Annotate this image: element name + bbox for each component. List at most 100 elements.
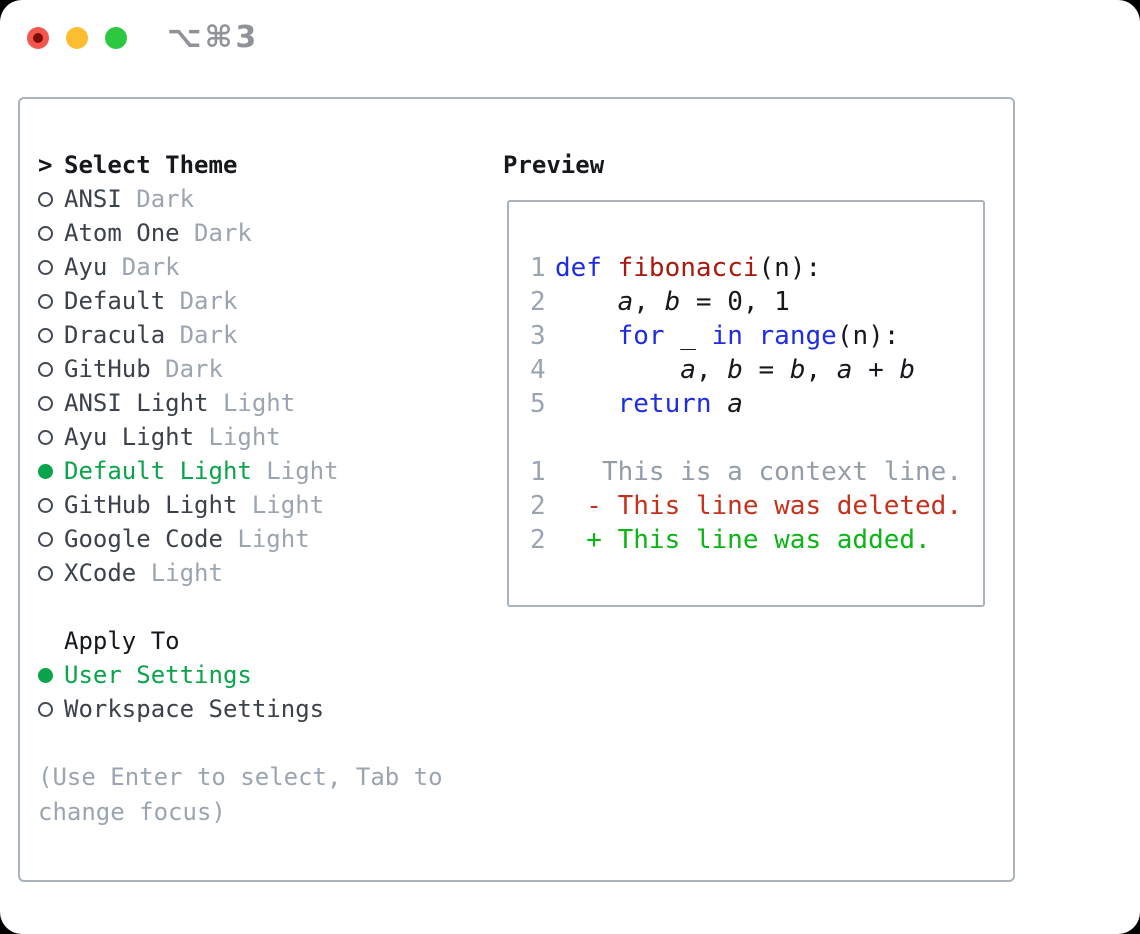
theme-variant-label: Light bbox=[208, 423, 281, 451]
code-segment: = bbox=[742, 355, 790, 385]
theme-item-ansi-light[interactable]: ANSI Light Light bbox=[38, 386, 478, 420]
code-segment: (n): bbox=[758, 253, 822, 283]
code-segment: range bbox=[758, 321, 837, 351]
code-segment bbox=[555, 321, 618, 351]
theme-item-ayu-light[interactable]: Ayu Light Light bbox=[38, 420, 478, 454]
theme-item-label: Ayu Light bbox=[64, 423, 209, 451]
code-segment: fibonacci bbox=[617, 253, 759, 283]
theme-item-atom-one[interactable]: Atom One Dark bbox=[38, 216, 478, 250]
spacer bbox=[38, 726, 478, 760]
theme-item-label: GitHub bbox=[64, 355, 166, 383]
radio-icon bbox=[38, 565, 53, 581]
apply-to-title: Apply To bbox=[64, 627, 180, 655]
theme-item-default[interactable]: Default Dark bbox=[38, 284, 478, 318]
theme-item-github[interactable]: GitHub Dark bbox=[38, 352, 478, 386]
code-line bbox=[530, 421, 962, 455]
code-line: 5 return a bbox=[530, 387, 962, 421]
theme-variant-label: Dark bbox=[165, 355, 223, 383]
radio-icon bbox=[38, 293, 53, 309]
radio-icon bbox=[38, 327, 53, 343]
theme-item-label: ANSI bbox=[64, 185, 137, 213]
theme-item-label: Dracula bbox=[64, 321, 180, 349]
theme-item-ansi[interactable]: ANSI Dark bbox=[38, 182, 478, 216]
code-segment: , bbox=[805, 355, 837, 385]
radio-icon bbox=[38, 429, 53, 445]
theme-variant-label: Light bbox=[251, 491, 325, 519]
code-segment: , bbox=[633, 287, 665, 317]
line-number: 2 bbox=[530, 491, 546, 521]
theme-variant-label: Light bbox=[266, 457, 339, 485]
code-segment bbox=[555, 355, 680, 385]
radio-icon bbox=[38, 701, 53, 717]
radio-selected-icon bbox=[38, 667, 53, 683]
line-number: 3 bbox=[530, 321, 546, 351]
theme-variant-label: Dark bbox=[121, 253, 180, 281]
code-segment: _ bbox=[664, 321, 712, 351]
radio-icon bbox=[38, 191, 53, 207]
theme-item-label: Default bbox=[64, 287, 180, 315]
theme-item-label: Atom One bbox=[64, 219, 195, 247]
code-segment: a bbox=[727, 389, 743, 419]
select-theme-header: >Select Theme bbox=[38, 148, 478, 182]
spacer bbox=[38, 590, 478, 624]
theme-item-label: GitHub Light bbox=[64, 491, 252, 519]
theme-variant-label: Dark bbox=[179, 321, 238, 349]
apply-option-user-settings[interactable]: User Settings bbox=[38, 658, 478, 692]
code-segment: in bbox=[711, 321, 743, 351]
radio-icon bbox=[38, 395, 53, 411]
radio-selected-icon bbox=[38, 463, 53, 479]
theme-item-dracula[interactable]: Dracula Dark bbox=[38, 318, 478, 352]
code-segment bbox=[555, 287, 618, 317]
code-segment: + bbox=[852, 355, 900, 385]
code-line: 2 - This line was deleted. bbox=[530, 489, 962, 523]
theme-item-github-light[interactable]: GitHub Light Light bbox=[38, 488, 478, 522]
theme-item-default-light[interactable]: Default Light Light bbox=[38, 454, 478, 488]
code-segment: b bbox=[899, 355, 916, 385]
code-segment: b bbox=[727, 355, 743, 385]
close-button[interactable] bbox=[27, 27, 49, 49]
code-segment: = 0, 1 bbox=[680, 287, 790, 317]
code-segment: def bbox=[555, 253, 602, 283]
zoom-button[interactable] bbox=[105, 27, 127, 49]
code-segment: a bbox=[617, 287, 634, 317]
theme-item-label: XCode bbox=[64, 559, 151, 587]
theme-variant-label: Light bbox=[237, 525, 310, 553]
theme-item-xcode[interactable]: XCode Light bbox=[38, 556, 478, 590]
code-segment: + This line was added. bbox=[555, 525, 931, 555]
code-line: 2 + This line was added. bbox=[530, 523, 962, 557]
prompt-icon: > bbox=[38, 151, 53, 179]
code-line: 3 for _ in range(n): bbox=[530, 319, 962, 353]
line-number: 5 bbox=[530, 389, 546, 419]
code-segment bbox=[712, 389, 728, 419]
code-segment: - This line was deleted. bbox=[555, 491, 962, 521]
theme-item-label: Default Light bbox=[64, 457, 267, 485]
code-segment: a bbox=[680, 355, 696, 385]
code-segment bbox=[743, 321, 759, 351]
line-number: 2 bbox=[530, 525, 546, 555]
code-segment bbox=[602, 253, 618, 283]
line-number: 1 bbox=[530, 253, 546, 283]
theme-variant-label: Dark bbox=[179, 287, 238, 315]
code-segment: (n): bbox=[836, 321, 900, 351]
apply-option-workspace-settings[interactable]: Workspace Settings bbox=[38, 692, 478, 726]
code-line: 2 a, b = 0, 1 bbox=[530, 285, 962, 319]
code-line: 1 def fibonacci(n): bbox=[530, 251, 962, 285]
preview-title: Preview bbox=[503, 151, 605, 179]
theme-variant-label: Light bbox=[150, 559, 223, 587]
hint-text: (Use Enter to select, Tab to change focu… bbox=[38, 763, 443, 826]
code-segment: b bbox=[664, 287, 681, 317]
theme-item-google-code[interactable]: Google Code Light bbox=[38, 522, 478, 556]
code-segment bbox=[555, 389, 618, 419]
theme-item-ayu[interactable]: Ayu Dark bbox=[38, 250, 478, 284]
code-segment: return bbox=[617, 389, 712, 419]
theme-variant-label: Dark bbox=[194, 219, 252, 247]
code-line: 4 a, b = b, a + b bbox=[530, 353, 962, 387]
code-segment: This is a context line. bbox=[555, 457, 962, 487]
minimize-button[interactable] bbox=[66, 27, 88, 49]
